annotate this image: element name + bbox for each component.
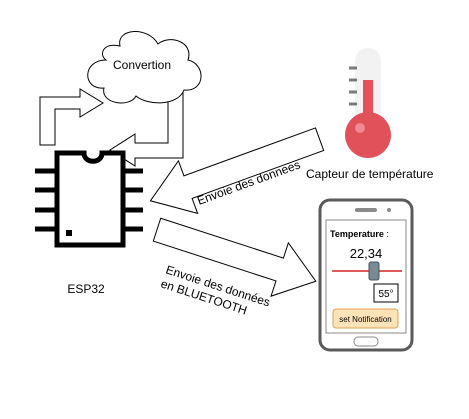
chip-label: ESP32 <box>67 282 105 296</box>
phone-home-button[interactable] <box>353 336 379 347</box>
setpoint-box[interactable] <box>373 283 399 303</box>
set-notification-label: set Notification <box>339 315 391 324</box>
setpoint-value: 55° <box>378 289 393 300</box>
chip-pins-left <box>35 168 57 232</box>
slider-thumb[interactable] <box>368 261 380 281</box>
chip-pins-right <box>123 168 143 232</box>
set-notification-button[interactable]: set Notification <box>332 308 399 329</box>
loop-arrow-up <box>39 88 104 146</box>
arrow-chip-to-phone <box>152 217 317 297</box>
phone-slider[interactable] <box>332 261 402 281</box>
chip-pin-1-marker <box>66 230 72 236</box>
phone-title: Temperature : <box>330 229 389 239</box>
phone-temperature-value: 22,34 <box>350 246 383 261</box>
phone-title-main: Temperature <box>330 229 384 239</box>
conversion-cloud: Convertion <box>87 31 202 104</box>
phone-title-suffix: : <box>384 229 389 239</box>
esp32-chip <box>35 150 143 248</box>
phone-speaker <box>355 208 377 212</box>
cloud-label: Convertion <box>113 58 171 72</box>
arrow-sensor-to-chip <box>149 127 325 215</box>
sensor-label: Capteur de température <box>306 167 434 181</box>
thermometer-icon <box>345 48 391 158</box>
phone-camera <box>387 208 391 212</box>
